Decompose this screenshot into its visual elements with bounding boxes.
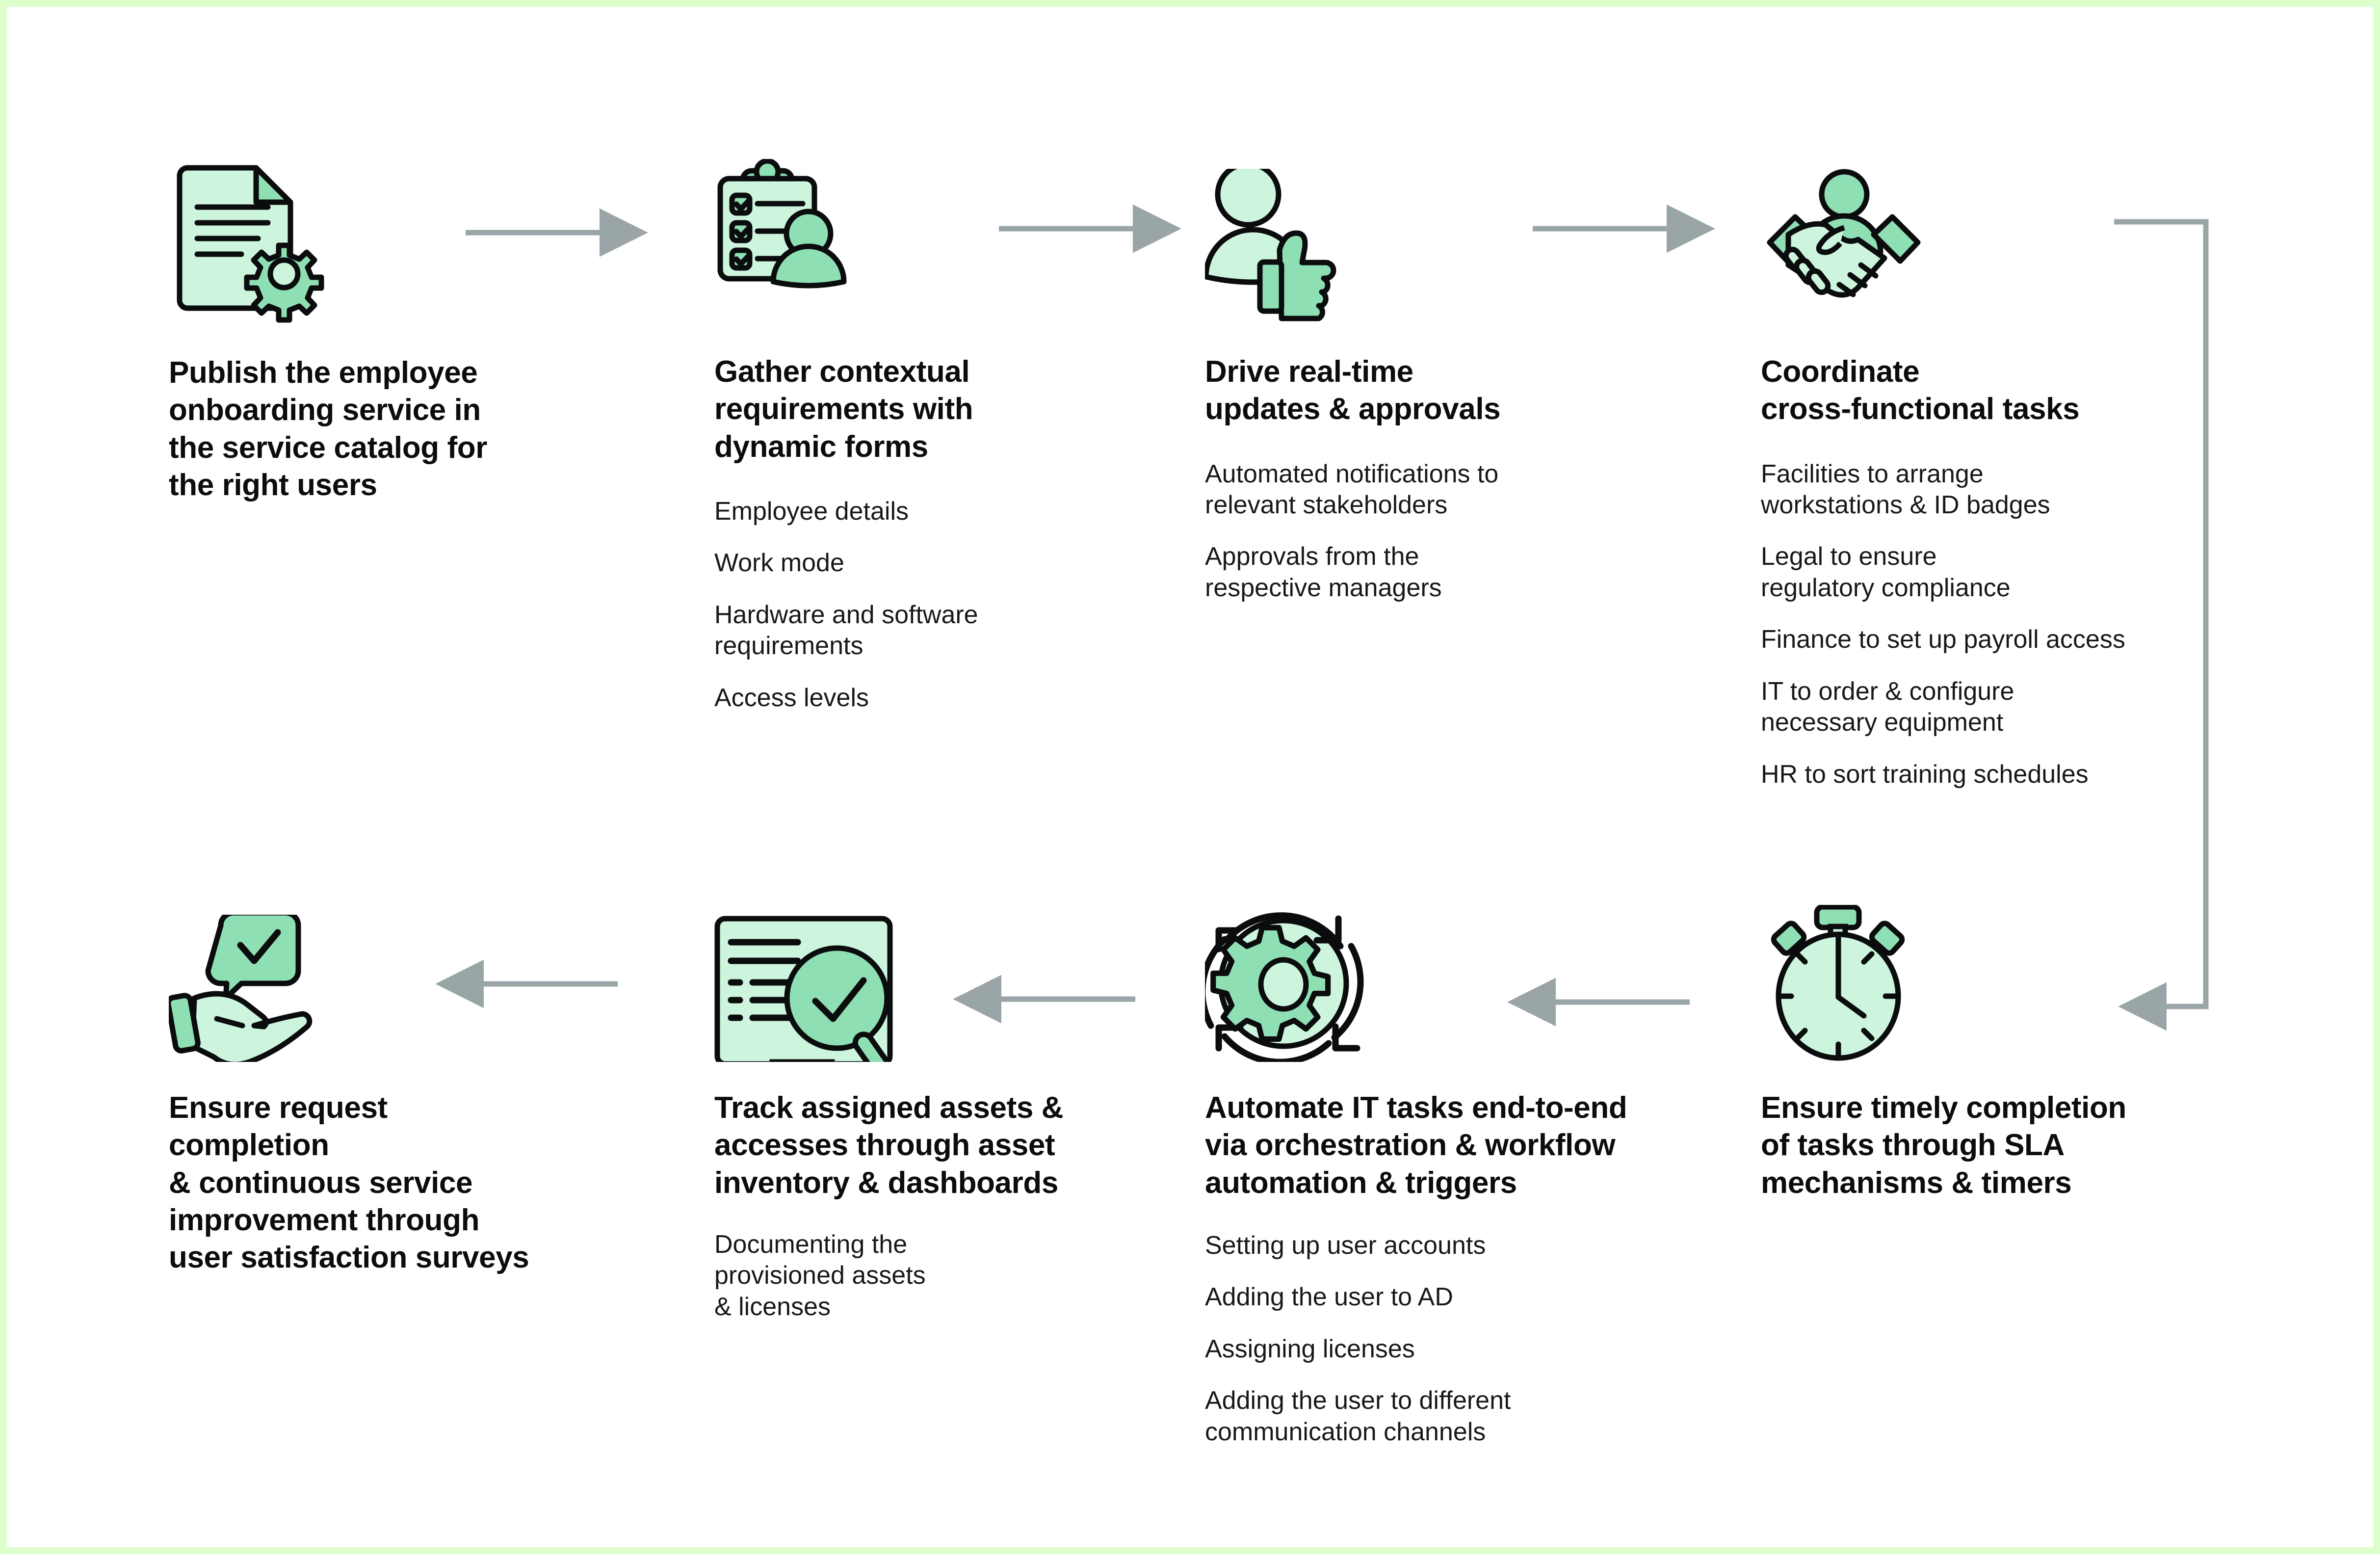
icon-container xyxy=(169,125,512,331)
step-card-automate-it-tasks: Automate IT tasks end-to-end via orchest… xyxy=(1205,885,1637,1448)
clipboard-checklist-person-icon xyxy=(717,159,847,289)
stopwatch-icon xyxy=(1771,905,1905,1061)
step-title: Ensure timely completion of tasks throug… xyxy=(1761,1091,2126,1200)
list-item: Adding the user to AD xyxy=(1205,1283,1453,1312)
step-card-realtime-updates: Drive real-time updates & approvals Auto… xyxy=(1205,125,1548,604)
list-item: Employee details xyxy=(714,497,909,526)
list-item: HR to sort training schedules xyxy=(1761,760,2089,789)
diagram-canvas: Publish the employee onboarding service … xyxy=(7,7,2373,1547)
icon-container xyxy=(1761,885,2134,1062)
step-title: Gather contextual requirements with dyna… xyxy=(714,355,973,464)
step-card-coordinate-tasks: Coordinate cross-functional tasks Facili… xyxy=(1761,125,2134,790)
list-item: Setting up user accounts xyxy=(1205,1231,1486,1260)
list-item: Access levels xyxy=(714,683,869,712)
gear-refresh-cycle-icon xyxy=(1205,912,1364,1062)
document-gear-icon xyxy=(177,165,324,323)
person-thumbs-up-icon xyxy=(1205,169,1336,321)
list-item: IT to order & configure necessary equipm… xyxy=(1761,677,2014,737)
step-card-track-assets: Track assigned assets & accesses through… xyxy=(714,885,1068,1323)
step-card-gather-requirements: Gather contextual requirements with dyna… xyxy=(714,125,1058,714)
list-item: Facilities to arrange workstations & ID … xyxy=(1761,459,2050,519)
list-item: Documenting the provisioned assets & lic… xyxy=(714,1230,926,1321)
step-detail-list: Documenting the provisioned assets & lic… xyxy=(714,1229,1068,1323)
icon-container xyxy=(714,885,1068,1062)
list-item: Automated notifications to relevant stak… xyxy=(1205,459,1499,519)
step-title: Publish the employee onboarding service … xyxy=(169,356,487,502)
list-item: Hardware and software requirements xyxy=(714,600,978,661)
step-title: Coordinate cross-functional tasks xyxy=(1761,355,2080,426)
icon-container xyxy=(714,125,1058,331)
step-detail-list: Employee details Work mode Hardware and … xyxy=(714,496,1058,714)
handshake-person-icon xyxy=(1767,169,1921,298)
icon-container xyxy=(169,885,551,1062)
step-detail-list: Setting up user accounts Adding the user… xyxy=(1205,1230,1637,1448)
list-item: Legal to ensure regulatory compliance xyxy=(1761,542,2011,602)
list-item: Approvals from the respective managers xyxy=(1205,542,1442,602)
monitor-magnifier-check-icon xyxy=(714,916,899,1062)
hand-check-bubble-icon xyxy=(169,915,313,1062)
step-title: Ensure request completion & continuous s… xyxy=(169,1091,529,1274)
step-card-sla-timers: Ensure timely completion of tasks throug… xyxy=(1761,885,2134,1232)
step-detail-list: Automated notifications to relevant stak… xyxy=(1205,459,1548,604)
list-item: Assigning licenses xyxy=(1205,1334,1415,1363)
list-item: Adding the user to different communicati… xyxy=(1205,1386,1511,1446)
icon-container xyxy=(1761,125,2134,331)
list-item: Work mode xyxy=(714,549,844,578)
step-card-publish-service: Publish the employee onboarding service … xyxy=(169,125,512,534)
list-item: Finance to set up payroll access xyxy=(1761,625,2125,654)
step-title: Track assigned assets & accesses through… xyxy=(714,1091,1064,1200)
step-title: Automate IT tasks end-to-end via orchest… xyxy=(1205,1091,1627,1200)
step-card-ensure-completion: Ensure request completion & continuous s… xyxy=(169,885,551,1307)
icon-container xyxy=(1205,885,1637,1062)
step-detail-list: Facilities to arrange workstations & ID … xyxy=(1761,459,2134,791)
step-title: Drive real-time updates & approvals xyxy=(1205,355,1501,426)
icon-container xyxy=(1205,125,1548,331)
